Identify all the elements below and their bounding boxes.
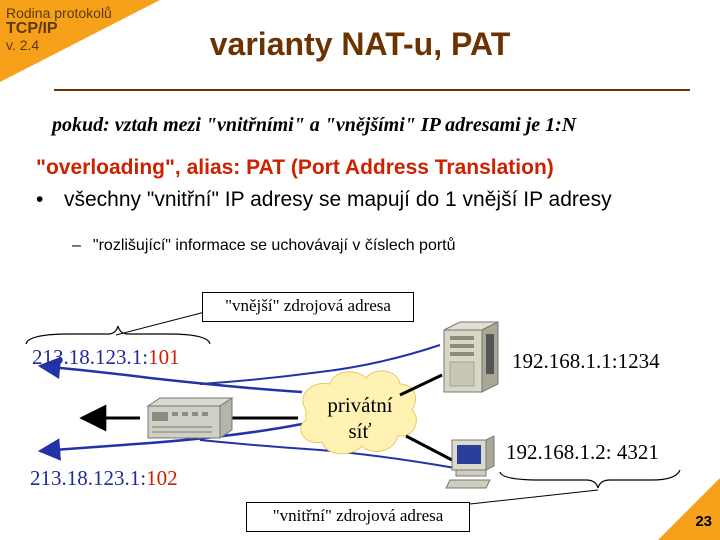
external-address-2: 213.18.123.1:102 [30, 466, 178, 491]
outer-label-pointer [115, 311, 206, 336]
private-network-cloud [300, 370, 417, 455]
internal-address-1: 192.168.1.1:1234 [512, 349, 660, 373]
outgoing-arrow-1 [37, 356, 303, 394]
outgoing-arrow-2 [37, 422, 303, 461]
section-heading: "overloading", alias: PAT (Port Address … [36, 156, 554, 179]
flow-curve-2 [199, 439, 456, 469]
slide-title: varianty NAT-u, PAT [209, 26, 511, 62]
external-ip-1: 213.18.123.1: [32, 345, 149, 369]
sub-bullet-marker: – [72, 237, 81, 254]
external-ip-2: 213.18.123.1: [30, 466, 147, 490]
inner-source-address-label: "vnitřní" zdrojová adresa [246, 502, 470, 532]
corner-decoration-bottom-right [658, 478, 720, 540]
sub-bullet-item: –"rozlišující" informace se uchovávají v… [72, 237, 456, 255]
bullet-text: všechny "vnitřní" IP adresy se mapují do… [64, 188, 612, 211]
bullet-marker: • [36, 188, 44, 211]
cloud-label-line-2: síť [348, 419, 372, 443]
page-number: 23 [695, 513, 712, 530]
slide-subtitle: pokud: vztah mezi "vnitřními" a "vnějším… [52, 114, 577, 136]
series-line-3: v. 2.4 [6, 37, 40, 53]
inner-label-pointer [469, 489, 599, 505]
inner-brace [499, 469, 681, 489]
nat-router-icon [146, 397, 234, 439]
cloud-label-line-1: privátní [327, 393, 393, 417]
external-port-2: 102 [146, 466, 178, 490]
title-underline [54, 89, 690, 91]
outer-source-address-label: "vnější" zdrojová adresa [202, 292, 414, 322]
internal-address-2: 192.168.1.2: 4321 [506, 440, 659, 464]
cloud-server-link [399, 373, 443, 397]
series-line-2: TCP/IP [6, 20, 58, 37]
cloud-label: privátní síť [316, 392, 404, 444]
outer-brace [25, 325, 211, 345]
sub-bullet-text: "rozlišující" informace se uchovávají v … [92, 237, 456, 254]
corner-decoration-top-left [0, 0, 160, 82]
external-address-1: 213.18.123.1:101 [32, 345, 180, 370]
server-icon [443, 321, 499, 393]
series-label: Rodina protokolů TCP/IP v. 2.4 [6, 5, 112, 53]
cloud-pc-link [405, 434, 453, 462]
flow-curve-1 [199, 344, 441, 385]
workstation-icon [445, 435, 495, 489]
series-line-1: Rodina protokolů [6, 5, 112, 21]
external-port-1: 101 [148, 345, 180, 369]
